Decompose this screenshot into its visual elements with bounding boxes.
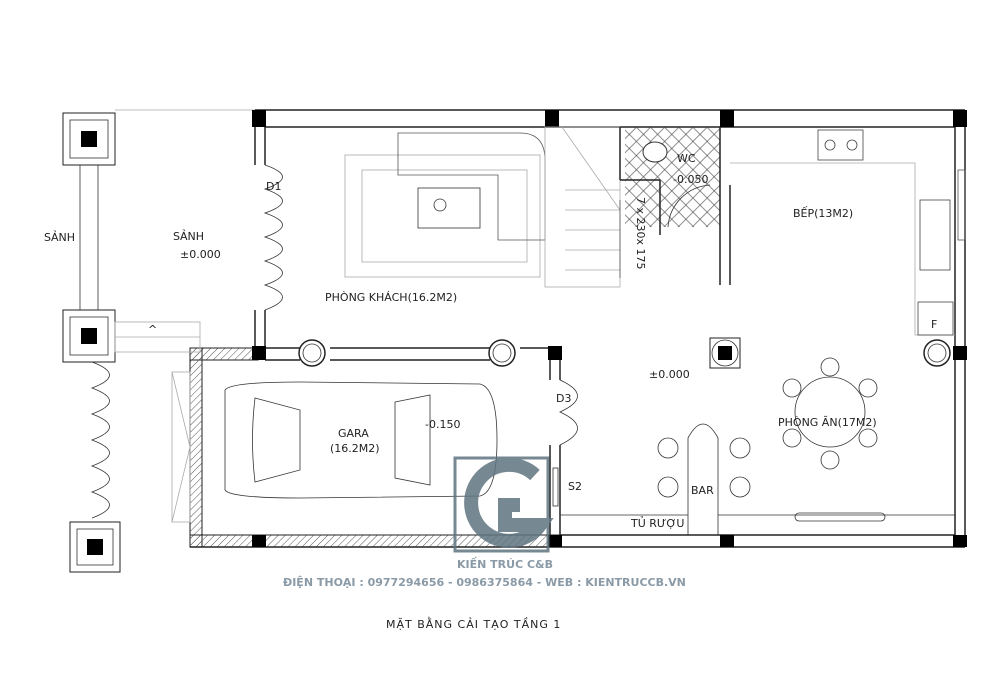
door-label-s2: S2 — [568, 480, 582, 493]
kitchen-counter — [730, 129, 966, 336]
level-sanh: ±0.000 — [180, 248, 221, 261]
folding-door-d3[interactable] — [559, 379, 578, 446]
living-room-furniture — [344, 132, 546, 278]
label-dining-room: PHÒNG ĂN(17M2) — [778, 416, 877, 429]
label-garage: GARA — [338, 427, 369, 440]
garage-walls — [171, 347, 561, 548]
fridge-label: F — [931, 318, 937, 331]
label-sanh-inner: SẢNH — [173, 229, 204, 243]
sliding-door-s2[interactable] — [552, 467, 559, 507]
label-wine-cabinet: TỦ RƯỢU — [630, 516, 684, 530]
staircase — [544, 126, 621, 288]
stair-spec: 7 x 230x 175 — [634, 197, 647, 270]
dining-table — [782, 357, 886, 522]
car-icon — [224, 381, 498, 499]
ramp-mark: ^ — [148, 323, 157, 336]
company-name: KIẾN TRÚC C&B — [457, 556, 553, 571]
kien-truc-cb-logo — [453, 456, 554, 553]
bar-counter — [560, 423, 955, 535]
entrance-pillars — [62, 112, 201, 573]
label-kitchen: BẾP(13M2) — [793, 206, 853, 220]
label-sanh-outer: SẢNH — [44, 230, 75, 244]
label-wc: WC — [677, 152, 696, 165]
folding-door-entrance[interactable] — [90, 361, 110, 519]
door-label-d1: D1 — [266, 180, 281, 193]
label-garage-area: (16.2M2) — [330, 442, 380, 455]
level-wc: -0.050 — [673, 173, 708, 186]
drawing-title: MẶT BẰNG CẢI TẠO TẦNG 1 — [386, 617, 561, 631]
label-bar: BAR — [691, 484, 714, 497]
folding-door-d1[interactable] — [263, 164, 283, 311]
wc-room — [619, 127, 731, 285]
level-garage: -0.150 — [425, 418, 460, 431]
structural-columns — [252, 110, 967, 547]
round-columns — [298, 339, 951, 367]
label-living-room: PHÒNG KHÁCH(16.2M2) — [325, 291, 457, 304]
door-label-d3: D3 — [556, 392, 571, 405]
contact-info: ĐIỆN THOẠI : 0977294656 - 0986375864 - W… — [283, 576, 686, 589]
level-hall: ±0.000 — [649, 368, 690, 381]
